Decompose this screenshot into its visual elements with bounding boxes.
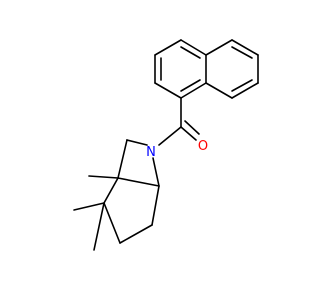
bond-naphthyl-c5-c6-inner (231, 46, 253, 59)
atom-label-nitrogen: N (146, 145, 156, 160)
bond-naphthyl-c1-c2 (154, 82, 182, 99)
bond-c9-gem-dimethyl-carbon (103, 202, 121, 244)
bond-nitrogen-c7 (152, 157, 160, 187)
bond-naphthyl-c4a-c5 (205, 39, 233, 56)
bond-naphthyl-c3-c4 (154, 39, 182, 56)
atom-label-oxygen: O (198, 139, 208, 154)
bond-c7-c8-bridge (151, 185, 160, 226)
bond-carbonyl-nitrogen (158, 126, 182, 146)
molecule-structure-diagram: O N (73, 39, 259, 251)
bond-gem-methyl-left (73, 202, 105, 211)
bond-naphthyl-c5-c6 (231, 39, 259, 56)
bond-c7-bridgehead (117, 177, 160, 187)
bond-bridgehead-methyl (88, 175, 119, 179)
bond-naphthyl-c8-c8a (205, 82, 233, 99)
bond-gem-methyl-down (93, 202, 105, 251)
bond-c8-c9 (119, 224, 153, 244)
bond-carbonyl-oxygen-second (184, 120, 200, 135)
bond-carbonyl-oxygen (180, 126, 197, 141)
bond-gem-dimethyl-carbon-bridgehead (103, 177, 119, 204)
bond-ch2-bridgehead (117, 139, 128, 179)
bond-naphthyl-c7-c8-inner (231, 79, 253, 92)
bond-naphthyl-c4-c4a (180, 39, 207, 56)
bond-naphthyl-c8a-c1-inner (180, 79, 201, 92)
bond-naphthyl-c8a-c1 (180, 82, 207, 99)
bond-nitrogen-ch2 (126, 139, 148, 146)
bond-naphthyl-c7-c8 (231, 82, 259, 99)
bond-naphthyl-c4-c4a-inner (180, 46, 201, 59)
